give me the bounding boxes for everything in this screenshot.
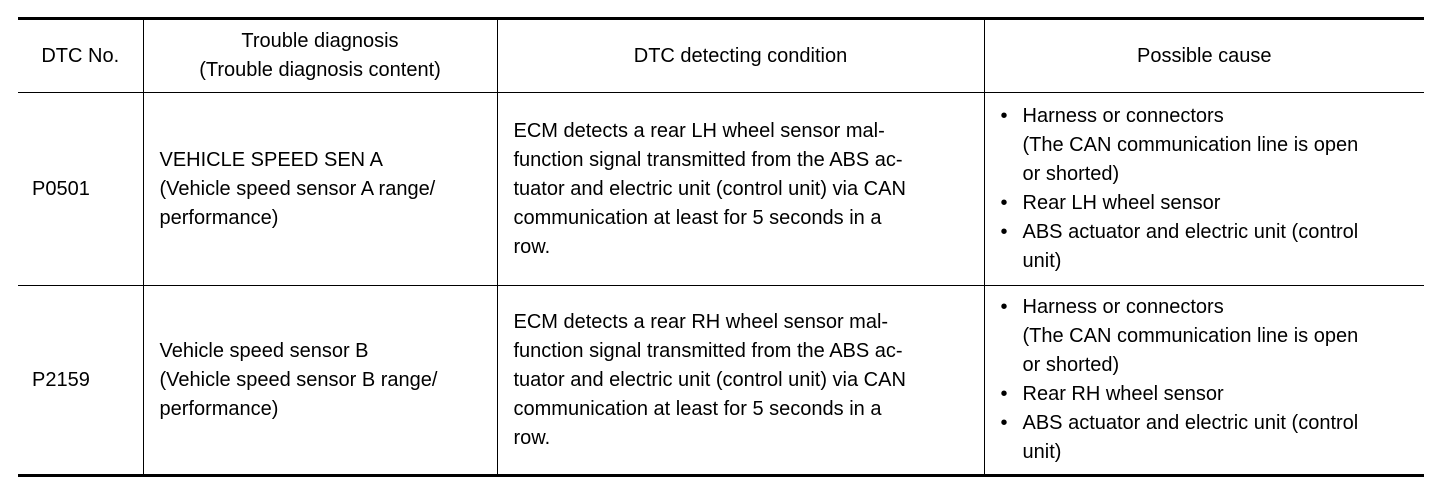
header-trouble-diagnosis-line2: (Trouble diagnosis content) [199,59,441,81]
list-item: • Rear RH wheel sensor [999,380,1417,409]
bullet-icon: • [1000,192,1008,214]
bullet-icon: • [1000,221,1008,243]
header-trouble-diagnosis: Trouble diagnosis (Trouble diagnosis con… [142,18,497,93]
condition-line: row. [513,426,551,449]
condition-line: communication at least for 5 seconds in … [513,397,882,420]
list-item: • ABS actuator and electric unit (contro… [999,409,1417,467]
cause-line: (The CAN communication line is open [1022,134,1359,156]
cause-line: ABS actuator and electric unit (control [1022,412,1359,434]
bullet-icon: • [1000,383,1008,405]
header-dtc-no: DTC No. [18,18,143,93]
list-item: • ABS actuator and electric unit (contro… [999,218,1417,276]
cause-line: Harness or connectors [1022,296,1224,318]
condition-line: row. [513,235,551,258]
table-row: P0501 VEHICLE SPEED SEN A (Vehicle speed… [18,92,1424,286]
condition-line: tuator and electric unit (control unit) … [513,368,906,391]
dtc-number-cell: P2159 [32,368,90,391]
trouble-diagnosis-cell: VEHICLE SPEED SEN A (Vehicle speed senso… [142,92,497,286]
diagnosis-line: performance) [159,206,279,229]
dtc-number-cell: P0501 [18,92,143,286]
list-item: • Rear LH wheel sensor [999,189,1417,218]
cause-line: Rear LH wheel sensor [1022,192,1221,214]
header-detecting-condition: DTC detecting condition [496,18,984,93]
trouble-diagnosis-cell: Vehicle speed sensor B (Vehicle speed se… [142,285,497,476]
diagnosis-line: Vehicle speed sensor B [159,339,369,362]
dtc-table: DTC No. Trouble diagnosis (Trouble diagn… [18,17,1424,477]
cause-line: ABS actuator and electric unit (control [1022,221,1359,243]
cause-line: Harness or connectors [1022,105,1224,127]
cause-line: unit) [1022,250,1062,272]
diagnosis-line: VEHICLE SPEED SEN A [159,148,383,171]
table-row: P2159 Vehicle speed sensor B (Vehicle sp… [18,285,1424,476]
possible-cause-list: • Harness or connectors (The CAN communi… [999,102,1417,276]
header-possible-cause: Possible cause [983,18,1424,93]
bullet-icon: • [1000,412,1008,434]
possible-cause-cell: • Harness or connectors (The CAN communi… [983,92,1424,286]
condition-line: ECM detects a rear LH wheel sensor mal- [513,119,885,142]
possible-cause-list: • Harness or connectors (The CAN communi… [999,293,1417,467]
table-header-row: DTC No. Trouble diagnosis (Trouble diagn… [18,18,1424,93]
cause-line: unit) [1022,441,1062,463]
diagnosis-line: (Vehicle speed sensor B range/ [159,368,438,391]
possible-cause-cell: • Harness or connectors (The CAN communi… [983,285,1424,476]
dtc-table-container: DTC No. Trouble diagnosis (Trouble diagn… [18,17,1424,477]
cause-line: or shorted) [1022,354,1120,376]
cause-line: (The CAN communication line is open [1022,325,1359,347]
condition-line: communication at least for 5 seconds in … [513,206,882,229]
diagnosis-line: performance) [159,397,279,420]
cause-line: Rear RH wheel sensor [1022,383,1224,405]
bullet-icon: • [1000,296,1008,318]
list-item: • Harness or connectors (The CAN communi… [999,102,1417,189]
condition-line: tuator and electric unit (control unit) … [513,177,906,200]
condition-line: ECM detects a rear RH wheel sensor mal- [513,310,889,333]
bullet-icon: • [1000,105,1008,127]
condition-line: function signal transmitted from the ABS… [513,339,903,362]
diagnosis-line: (Vehicle speed sensor A range/ [159,177,436,200]
detecting-condition-cell: ECM detects a rear LH wheel sensor mal- … [496,92,984,286]
list-item: • Harness or connectors (The CAN communi… [999,293,1417,380]
cause-line: or shorted) [1022,163,1120,185]
condition-line: function signal transmitted from the ABS… [513,148,903,171]
detecting-condition-cell: ECM detects a rear RH wheel sensor mal- … [496,285,984,476]
header-trouble-diagnosis-line1: Trouble diagnosis [241,30,399,52]
